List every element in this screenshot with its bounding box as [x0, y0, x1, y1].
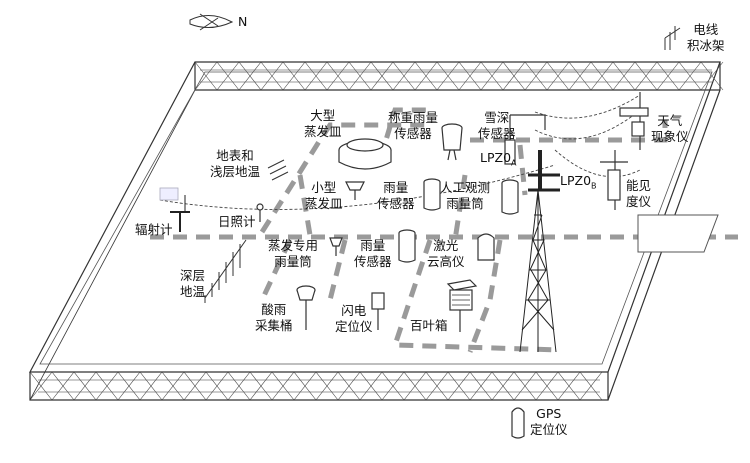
- field-boundary: [39, 71, 713, 365]
- visibility-sensor-icon: [600, 150, 628, 210]
- label-small-evaporation-pan: 小型 蒸发皿: [305, 180, 343, 211]
- north-arrow-icon: [189, 13, 234, 31]
- label-deep-soil-temp: 深层 地温: [180, 268, 206, 299]
- label-louver-box: 百叶箱: [410, 318, 448, 333]
- radiometer-icon: [159, 187, 190, 232]
- label-laser-ceilometer: 激光 云高仪: [427, 238, 465, 269]
- label-weather-phenomenon: 天气 现象仪: [651, 113, 689, 144]
- label-rain-sensor-2: 雨量 传感器: [354, 238, 392, 269]
- label-manual-rain-gauge: 人工观测 雨量筒: [440, 180, 491, 211]
- manual-rain-gauge-icon: [501, 179, 519, 215]
- fence-truss: [29, 61, 721, 401]
- sunshine-recorder-icon: [256, 203, 264, 222]
- gps-antenna-icon: [511, 407, 525, 439]
- label-surface-shallow-soil-temp: 地表和 浅层地温: [210, 148, 261, 179]
- ice-rack-icon: [664, 26, 681, 50]
- label-lpz0a: LPZ0A: [480, 150, 517, 168]
- fence-truss-bracing: [29, 61, 724, 401]
- label-gps-locator: GPS 定位仪: [530, 406, 568, 437]
- rain-sensor-icon: [423, 178, 441, 211]
- louver-box-icon: [446, 279, 478, 332]
- label-weighing-rain-sensor: 称重雨量 传感器: [388, 110, 439, 141]
- label-visibility: 能见 度仪: [626, 178, 652, 209]
- small-evaporation-pan-icon: [345, 181, 365, 200]
- compass-north-label: N: [238, 14, 248, 29]
- weather-phenomenon-sensor-icon: [619, 92, 649, 150]
- label-rain-sensor-1: 雨量 传感器: [377, 180, 415, 211]
- label-large-evaporation-pan: 大型 蒸发皿: [304, 108, 342, 139]
- weighing-rain-sensor-icon: [441, 123, 463, 161]
- acid-rain-collector-icon: [296, 285, 316, 330]
- label-radiometer: 辐射计: [135, 222, 173, 237]
- label-sunshine-recorder: 日照计: [218, 214, 256, 229]
- label-acid-rain-collector: 酸雨 采集桶: [255, 302, 293, 333]
- lightning-locator-icon: [371, 292, 385, 330]
- equipment-building: [637, 214, 719, 253]
- label-power-line-ice-rack: 电线 积冰架: [687, 22, 725, 53]
- label-evaporation-rain-gauge: 蒸发专用 雨量筒: [268, 238, 319, 269]
- evaporation-rain-gauge-icon: [329, 237, 343, 256]
- label-lpz0b: LPZ0B: [560, 173, 597, 191]
- deep-soil-thermometer-icon: [204, 239, 247, 303]
- snow-depth-sensor-icon: [504, 114, 546, 165]
- shallow-soil-thermometer-icon: [267, 159, 289, 181]
- power-lines: [159, 94, 641, 210]
- laser-ceilometer-icon: [477, 233, 495, 261]
- lattice-tower: [519, 150, 560, 353]
- label-lightning-locator: 闪电 定位仪: [335, 303, 373, 334]
- large-evaporation-pan-icon: [338, 138, 392, 170]
- label-snow-depth-sensor: 雪深 传感器: [478, 110, 516, 141]
- rain-sensor-2-icon: [398, 229, 416, 263]
